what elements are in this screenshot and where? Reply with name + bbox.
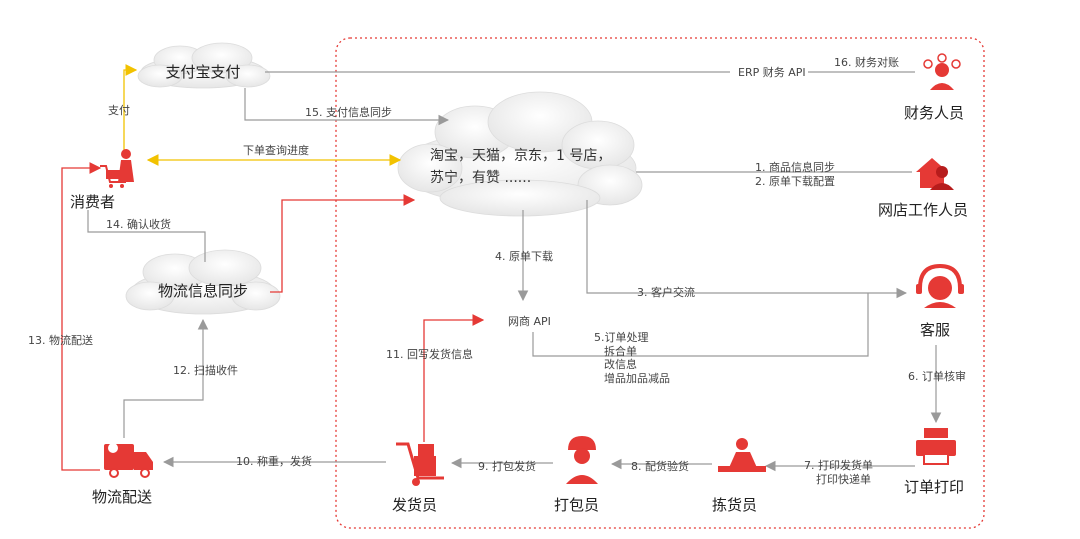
s5-label-3: 改信息 (604, 357, 637, 371)
finance-person-icon (923, 53, 961, 90)
s10-label: 10. 称重，发货 (236, 454, 312, 468)
s15-arrow (244, 88, 450, 126)
s13-label: 13. 物流配送 (28, 333, 93, 347)
s12-arrow (123, 318, 209, 438)
order-query-label: 下单查询进度 (243, 143, 309, 157)
s4-label: 4. 原单下载 (495, 250, 553, 263)
s13-arrow (61, 162, 102, 471)
alipay-label: 支付宝支付 (165, 63, 240, 81)
s14-label: 14. 确认收货 (106, 217, 171, 231)
alipay-cloud: 支付宝支付 (137, 42, 271, 89)
headset-agent-icon (916, 263, 964, 308)
s9-label: 9. 打包发货 (478, 459, 536, 473)
logistics-sync-cloud: 物流信息同步 (125, 249, 281, 315)
picker-label: 拣货员 (712, 496, 757, 514)
shopping-cart-person-icon (100, 149, 134, 188)
customer-service-label: 客服 (920, 321, 950, 339)
s5-label-2: 拆合单 (604, 344, 637, 358)
s7-label-2: 打印快递单 (816, 472, 871, 486)
system-boundary (335, 37, 985, 529)
s3-label: 3. 客户交流 (637, 285, 695, 299)
s5-line (532, 293, 869, 357)
packer-label: 打包员 (554, 496, 599, 514)
delivery-truck-icon (104, 443, 153, 478)
s12-label: 12. 扫描收件 (173, 363, 238, 377)
s16-label: 16. 财务对账 (834, 55, 899, 69)
consumer-label: 消费者 (70, 193, 115, 211)
netapi-label: 网商 API (508, 314, 551, 328)
s3-arrow (586, 200, 908, 299)
platforms-line1: 淘宝，天猫，京东，1 号店， (430, 148, 611, 164)
shipper-label: 发货员 (392, 496, 437, 514)
s1-label-1: 1. 商品信息同步 (755, 160, 835, 174)
s14-line (87, 210, 206, 262)
s5-label-1: 5.订单处理 (594, 331, 649, 344)
s11-label: 11. 回写发货信息 (386, 347, 473, 361)
platform-cloud: 淘宝，天猫，京东，1 号店， 苏宁，有赞 ...... (397, 91, 643, 217)
s11-arrow (423, 314, 485, 442)
shop-staff-label: 网店工作人员 (878, 201, 968, 219)
platforms-line2: 苏宁，有赞 ...... (430, 169, 531, 186)
print-label: 订单打印 (904, 478, 964, 496)
s1-label-2: 2. 原单下载配置 (755, 175, 835, 188)
s15-label: 15. 支付信息同步 (305, 105, 392, 119)
s6-label: 6. 订单核审 (908, 369, 966, 383)
logistics-sync-arrow (270, 194, 416, 293)
finance-label: 财务人员 (904, 104, 964, 122)
erp-api-label: ERP 财务 API (738, 65, 806, 79)
packer-worker-icon (566, 436, 598, 484)
hand-truck-icon (396, 442, 444, 486)
picker-icon (718, 438, 766, 472)
s8-label: 8. 配货验货 (631, 459, 689, 473)
pay-arrow (123, 64, 138, 150)
logistics-sync-label: 物流信息同步 (158, 282, 248, 300)
shop-staff-icon (916, 158, 954, 190)
s7-label-1: 7. 打印发货单 (804, 458, 873, 472)
s5-label-4: 增品加品减品 (604, 371, 670, 385)
pay-label: 支付 (108, 104, 130, 117)
printer-icon (916, 428, 956, 465)
logistics-label: 物流配送 (92, 488, 152, 506)
